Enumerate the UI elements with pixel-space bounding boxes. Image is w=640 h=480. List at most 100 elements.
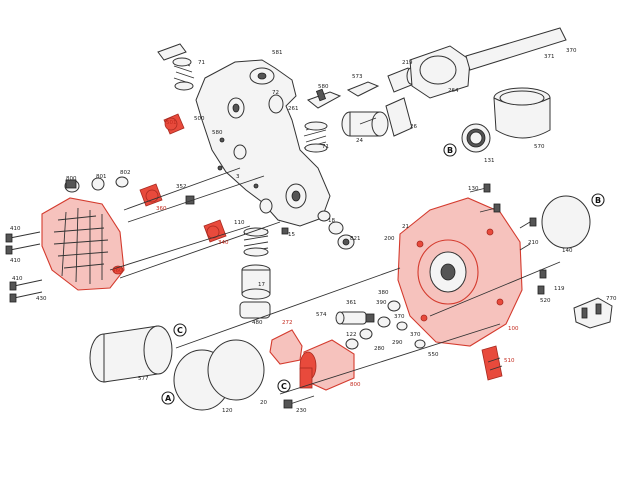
label-210: 210 [528,240,539,246]
label-272: 272 [282,320,293,326]
label-550: 550 [428,352,439,358]
label-280: 280 [374,346,385,352]
label-100: 100 [508,326,519,332]
label-71b: 71 [322,144,329,150]
upper-cap [157,43,187,61]
cylinder-sleeve [385,97,413,137]
cam-roller [239,301,271,319]
label-119: 119 [554,286,565,292]
label-500: 500 [194,116,205,122]
label-410b: 410 [10,258,21,264]
label-390: 390 [376,300,387,306]
label-480: 480 [252,320,263,326]
label-290: 290 [392,340,403,346]
o-ring-large [541,195,591,249]
rear-flange [397,197,523,347]
assembly-lines [109,167,281,279]
label-26: 26 [410,124,417,130]
label-110: 110 [234,220,245,226]
o-ring-20 [207,339,265,401]
label-380: 380 [378,290,389,296]
svg-text:A: A [165,394,172,403]
piston-bushing [346,67,416,97]
svg-text:B: B [447,146,453,155]
tappet-cup [241,264,271,300]
rear-flange-bolts [469,183,547,295]
label-3: 3 [236,174,240,180]
label-21: 21 [402,224,409,230]
label-15: 15 [288,232,295,238]
label-140: 140 [562,248,573,254]
label-800b: 800 [350,382,361,388]
plunger-element [341,111,389,137]
filter-cylinder [89,325,173,383]
label-370c: 370 [410,332,421,338]
left-valve-parts [64,176,129,193]
red-valve-1 [163,113,185,135]
fitting-right [317,210,355,250]
ref-marker-c-bottom: C [277,379,291,393]
assembly-lines-lower [175,261,561,395]
label-20: 20 [260,400,267,406]
label-801: 801 [96,174,107,180]
top-spring [172,57,195,91]
label-340: 340 [218,240,229,246]
label-264: 264 [448,88,459,94]
ref-marker-a: A [161,391,175,405]
part-labels: 581 71 72 261 580 573 219 371 370 264 24… [10,48,617,414]
label-800: 800 [66,176,77,182]
label-501: 501 [166,120,177,126]
front-flange [41,197,125,291]
label-17: 17 [258,282,265,288]
label-580a: 580 [318,84,329,90]
regulator-screw [283,395,315,409]
label-261: 261 [288,106,299,112]
valve-plunger [306,88,342,109]
label-122: 122 [346,332,357,338]
label-360: 360 [156,206,167,212]
label-821: 821 [350,236,361,242]
pressure-regulator [299,339,355,391]
label-430: 430 [36,296,47,302]
label-120: 120 [222,408,233,414]
label-371: 371 [544,54,555,60]
ref-marker-c-left: C [173,323,187,337]
small-plug [281,227,289,235]
label-130: 130 [468,186,479,192]
bearing-sleeve [493,87,551,139]
label-573: 573 [352,74,363,80]
ref-marker-b-right: B [591,193,605,207]
regulator-gasket [269,329,303,365]
label-200: 200 [384,236,395,242]
svg-text:B: B [595,196,601,205]
label-219: 219 [402,60,413,66]
flange-bolts [5,231,43,303]
label-24: 24 [356,138,363,144]
regulator-valve [335,300,426,350]
lower-spring [243,227,269,257]
red-valve-3 [203,219,227,243]
label-230: 230 [296,408,307,414]
label-802: 802 [120,170,131,176]
shaft-seal [461,123,491,153]
label-580b: 580 [212,130,223,136]
clip-bracket [573,297,613,329]
label-510: 510 [504,358,515,364]
mid-spring [303,121,328,153]
label-574: 574 [316,312,327,318]
label-71a: 71 [198,60,205,66]
red-connector [481,345,503,381]
label-410c: 410 [12,276,23,282]
label-770: 770 [606,296,617,302]
label-410a: 410 [10,226,21,232]
svg-text:C: C [281,382,287,391]
label-72: 72 [272,90,279,96]
label-131: 131 [484,158,495,164]
label-370: 370 [566,48,577,54]
label-581: 581 [272,50,283,56]
label-520: 520 [540,298,551,304]
label-577: 577 [138,376,149,382]
label-370b: 370 [394,314,405,320]
